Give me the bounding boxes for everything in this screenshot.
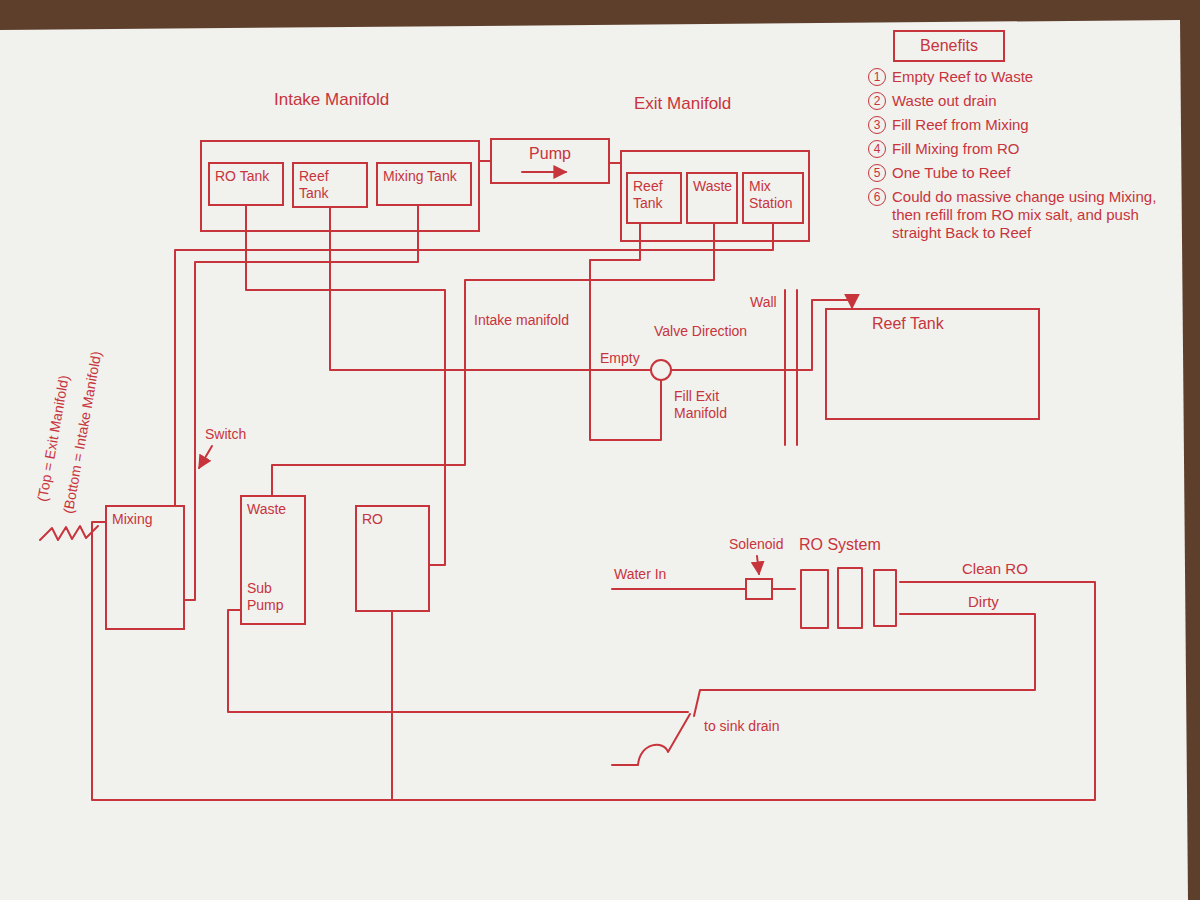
pipe-connector [392, 582, 1095, 800]
filter-group: RO System [795, 565, 900, 633]
manifold-port: Waste [686, 172, 738, 224]
valve-circle: Valve Direction [650, 359, 672, 381]
switch-label: Switch [203, 426, 248, 443]
pipe-connector [773, 588, 795, 590]
callout-number: 4 [868, 140, 886, 158]
wall-line [796, 290, 798, 445]
node-label: Pump [497, 144, 603, 163]
pipe-connector [175, 224, 773, 505]
paper-sheet [0, 20, 1188, 900]
node-label: Benefits [900, 36, 998, 55]
edge-label: Empty [598, 350, 642, 367]
pipe-connector [480, 160, 490, 162]
filter-canister [801, 570, 828, 628]
filter-canister [874, 570, 896, 626]
wall-line [784, 290, 786, 445]
tank-box: Mixing [105, 505, 185, 630]
node-label: Reef Tank [299, 168, 361, 202]
edge-label: Fill Exit Manifold [672, 388, 748, 422]
filter-canister [838, 568, 862, 628]
pipe-label: Clean RO [960, 560, 1030, 578]
node-label: Valve Direction [654, 323, 676, 340]
pipe-connector [185, 206, 418, 600]
pipe-connector [330, 208, 650, 370]
drain-label: to sink drain [702, 718, 781, 735]
tank-box: RO [355, 505, 430, 612]
pipe-label: Dirty [966, 593, 1001, 611]
valve-circle-shape [651, 360, 671, 380]
manifold-port: Reef Tank [292, 162, 368, 208]
crossed-out-scribble [40, 526, 98, 540]
pipe-connector [246, 206, 445, 565]
node-label: RO Tank [215, 168, 277, 185]
leader-arrow [757, 556, 759, 574]
manifold-band: Intake ManifoldRO TankReef TankMixing Ta… [200, 140, 480, 232]
pipe-label: Intake manifold [472, 312, 571, 329]
benefit-text: One Tube to Reef [892, 164, 1010, 182]
node-label: Mixing [112, 511, 178, 528]
sink-drain-trap [612, 714, 690, 765]
pump-box: Pump [490, 138, 610, 184]
pipe-connector [590, 224, 661, 440]
tank-box: WasteSub Pump [240, 495, 306, 625]
node-label: Intake Manifold [274, 90, 550, 110]
dirty-drain-pipe [694, 614, 1035, 716]
node-label: Solenoid [729, 536, 753, 553]
callout-number: 1 [868, 68, 886, 86]
manifold-band: Exit ManifoldReef TankWasteMix Station [620, 150, 810, 242]
pipe-connector [610, 162, 620, 164]
manifold-port: Mix Station [742, 172, 804, 224]
manifold-port: Reef Tank [626, 172, 682, 224]
note-text: (Bottom = Intake Manifold) [60, 350, 105, 515]
node-label: Waste [693, 178, 731, 195]
benefit-text: Waste out drain [892, 92, 997, 110]
node-label: Reef Tank [633, 178, 675, 212]
waste-drain-pipe [228, 610, 688, 712]
pipe-connector [272, 224, 714, 495]
node-label: Exit Manifold [634, 94, 820, 114]
pipe-label: Water In [612, 566, 668, 583]
benefit-text: Empty Reef to Waste [892, 68, 1033, 86]
solenoid-valve: Solenoid [745, 578, 773, 600]
manifold-port: RO Tank [208, 162, 284, 206]
heading-box: Benefits [893, 30, 1005, 62]
node-label: Reef Tank [872, 314, 1073, 333]
callout-number: 2 [868, 92, 886, 110]
manifold-port: Mixing Tank [376, 162, 472, 206]
node-label: RO System [799, 535, 904, 554]
valve-outline [650, 359, 672, 381]
node-label: Mix Station [749, 178, 797, 212]
node-label: Waste [247, 501, 299, 518]
node-sublabel: Sub Pump [247, 580, 299, 614]
mixing-fill-pipe [92, 522, 392, 800]
leader-arrow [199, 446, 212, 468]
benefit-text: Fill Mixing from RO [892, 140, 1020, 158]
callout-number: 6 [868, 188, 886, 206]
pump-flow-arrow [522, 171, 566, 173]
node-label: RO [362, 511, 423, 528]
benefit-text: Could do massive change using Mixing, th… [892, 188, 1162, 242]
tank-box: Reef Tank [825, 308, 1040, 420]
benefit-text: Fill Reef from Mixing [892, 116, 1029, 134]
node-label: Mixing Tank [383, 168, 465, 185]
callout-number: 5 [868, 164, 886, 182]
wall-label: Wall [748, 294, 779, 311]
callout-number: 3 [868, 116, 886, 134]
water-in-pipe [612, 588, 745, 590]
